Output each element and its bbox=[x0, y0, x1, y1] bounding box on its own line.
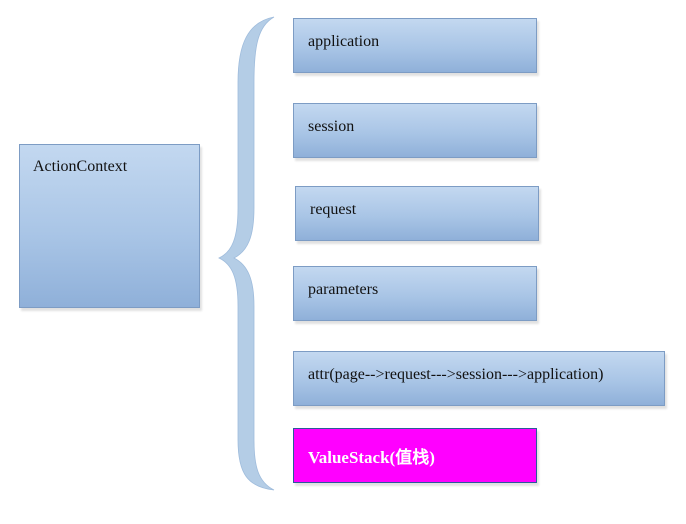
request-label: request bbox=[310, 201, 357, 218]
valuestack-box: ValueStack(值栈) bbox=[293, 428, 537, 483]
valuestack-label: ValueStack(值栈) bbox=[308, 448, 435, 467]
actioncontext-box: ActionContext bbox=[19, 144, 200, 308]
actioncontext-label: ActionContext bbox=[33, 158, 128, 175]
parameters-label: parameters bbox=[308, 281, 379, 298]
attr-box: attr(page-->request--->session--->applic… bbox=[293, 351, 665, 406]
session-label: session bbox=[308, 118, 355, 135]
attr-label: attr(page-->request--->session--->applic… bbox=[308, 366, 604, 383]
parameters-box: parameters bbox=[293, 266, 537, 321]
application-label: application bbox=[308, 33, 380, 50]
request-box: request bbox=[295, 186, 539, 241]
session-box: session bbox=[293, 103, 537, 158]
application-box: application bbox=[293, 18, 537, 73]
